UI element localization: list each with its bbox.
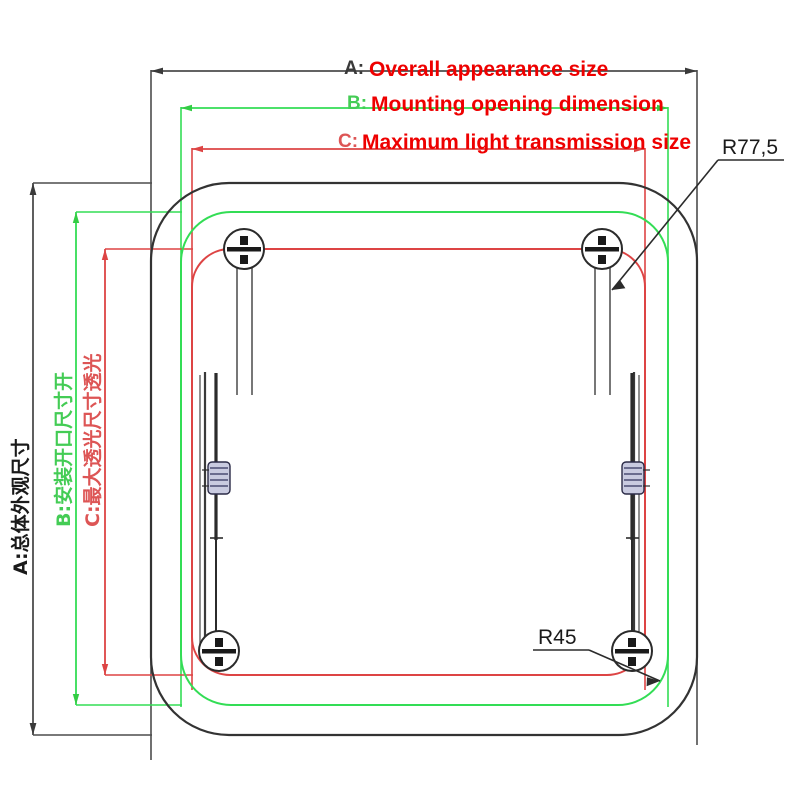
gas-stay-right [621, 373, 650, 648]
latch-rod-top-left [236, 262, 253, 395]
light-outline-C [191, 248, 646, 676]
vertical-label-B-text: B:安装开口尺寸开 [52, 372, 75, 527]
latch-rod-top-right [594, 262, 611, 395]
radius-label-r775: R77,5 [722, 136, 778, 159]
legend-row-B: B: Mounting opening dimension [347, 93, 664, 116]
gas-stay-left [202, 373, 231, 648]
legend-key-C: C: [338, 131, 358, 152]
rotary-latch-top-right [581, 228, 623, 270]
radius-leader-r45: R45 [533, 626, 661, 687]
legend-text-C: Maximum light transmission size [362, 131, 691, 154]
knurled-knob-right [621, 461, 650, 495]
legend-row-C: C: Maximum light transmission size [338, 131, 691, 154]
knurled-knob-left [202, 461, 231, 495]
legend-key-B: B: [347, 93, 367, 114]
rotary-latch-bottom-right [611, 630, 653, 672]
vertical-label-C: C:最大透光尺寸透光 [81, 353, 104, 527]
rotary-latch-bottom-left [198, 630, 240, 672]
mounting-outline-B [180, 211, 669, 706]
radius-label-r45: R45 [538, 626, 577, 649]
vertical-label-B: B:安装开口尺寸开 [52, 372, 75, 527]
inner-panel-edges [199, 372, 640, 652]
rotary-latch-top-left [223, 228, 265, 270]
vertical-label-A-text: A:总体外观尺寸 [9, 438, 32, 575]
vertical-label-C-text: C:最大透光尺寸透光 [81, 353, 104, 527]
radius-leader-r775: R77,5 [611, 136, 784, 291]
vertical-label-A: A:总体外观尺寸 [9, 438, 32, 575]
overall-outline-A [149, 181, 699, 737]
legend-key-A: A: [344, 58, 364, 79]
legend-row-A: A: Overall appearance size [344, 58, 608, 81]
legend-text-B: Mounting opening dimension [371, 93, 664, 116]
legend-text-A: Overall appearance size [369, 58, 608, 81]
